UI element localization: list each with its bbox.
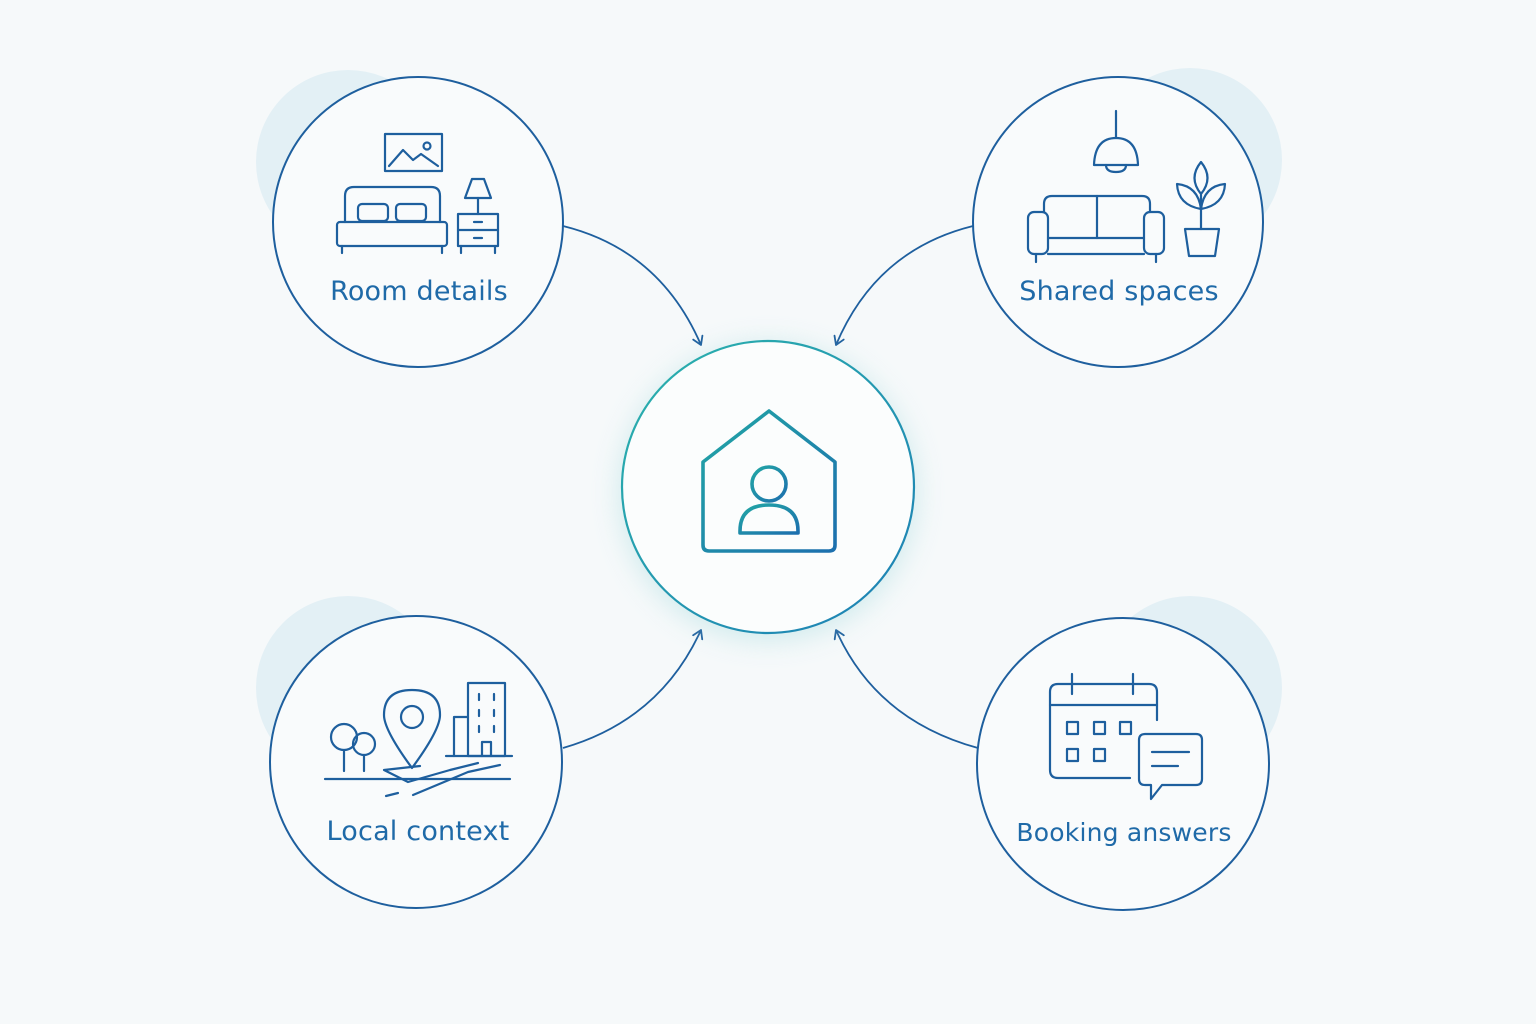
location-map-icon <box>323 681 514 798</box>
node-booking-answers <box>976 617 1270 911</box>
hub-circle <box>620 339 916 635</box>
living-room-icon <box>1026 109 1227 264</box>
node-label-booking-answers: Booking answers <box>1016 818 1232 847</box>
node-shared-spaces <box>972 76 1264 368</box>
hub <box>620 339 916 640</box>
connectors <box>562 225 979 749</box>
node-label-local-context: Local context <box>326 816 510 847</box>
node-label-shared-spaces: Shared spaces <box>1019 276 1219 307</box>
bedroom-icon <box>335 132 500 255</box>
arrow-shared-spaces <box>833 225 974 346</box>
calendar-chat-icon <box>1048 672 1204 801</box>
arrow-local-context <box>562 629 704 749</box>
home-person-icon <box>701 409 837 553</box>
arrow-booking-answers <box>833 629 979 749</box>
arrow-room-details <box>562 225 704 346</box>
node-label-room-details: Room details <box>330 276 508 307</box>
